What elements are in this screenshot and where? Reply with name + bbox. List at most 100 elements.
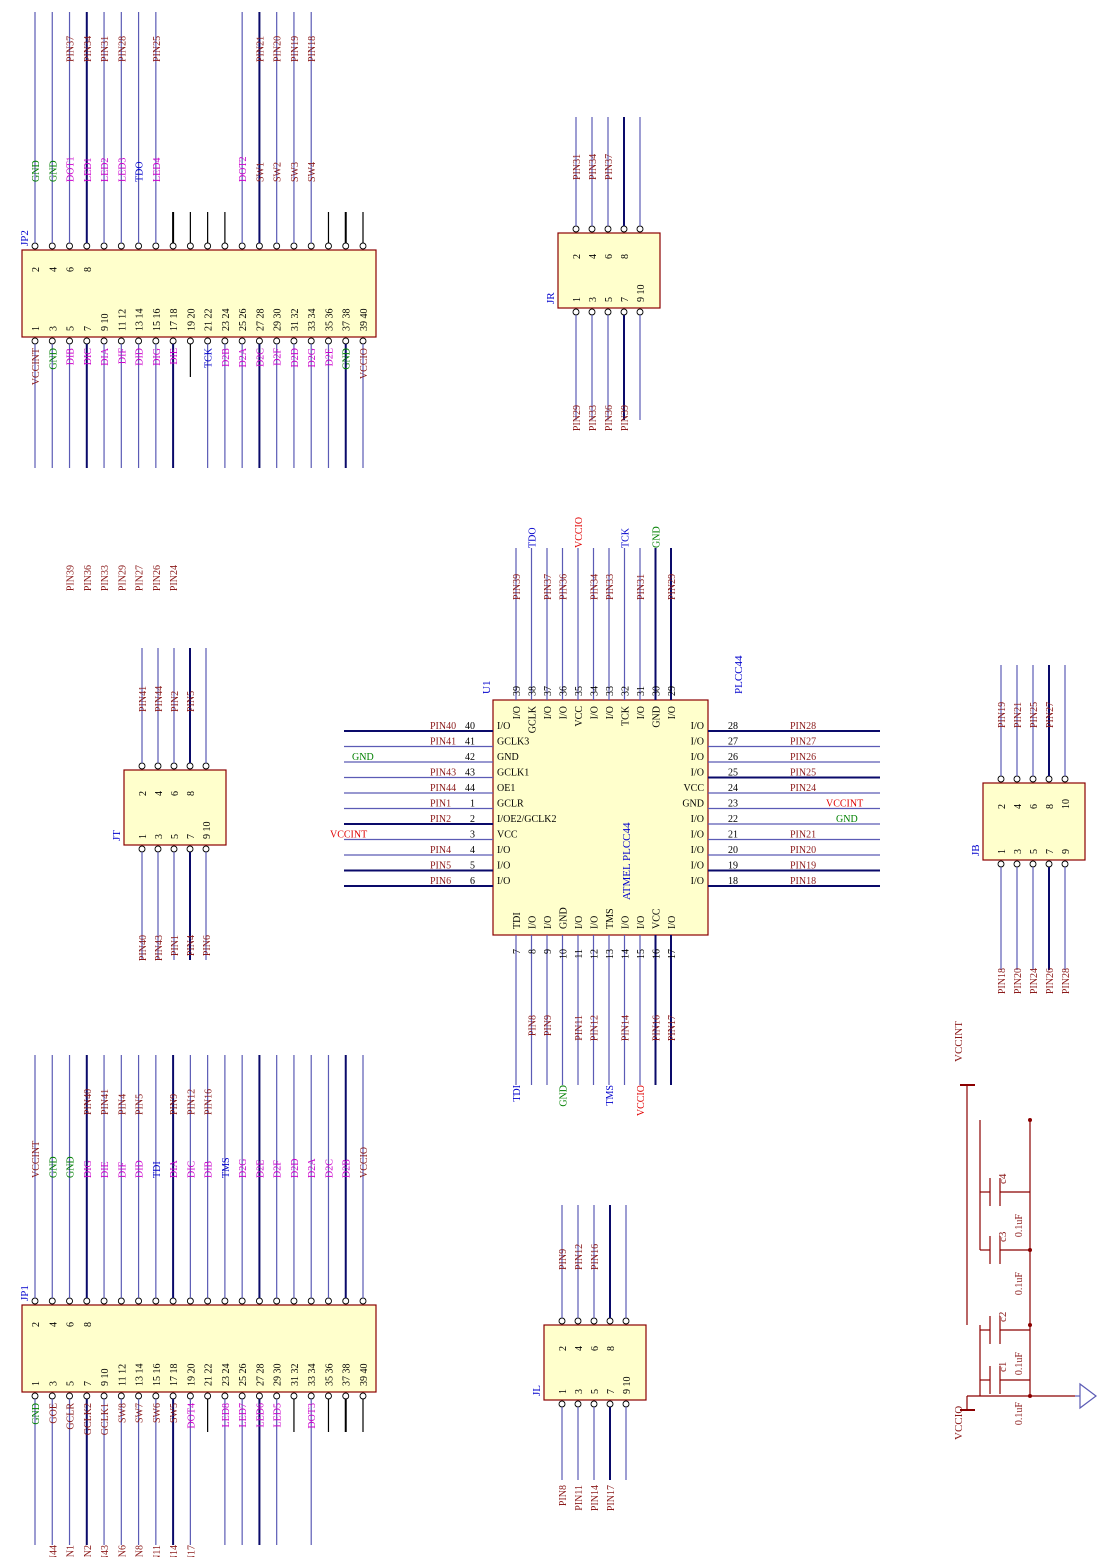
jl-lower-pin-label: PIN14 — [590, 1485, 601, 1511]
u1-right-net-label: PIN25 — [790, 768, 816, 779]
jp1-upper-pin-label: PIN40 — [83, 1089, 94, 1115]
jt-pin-number: 5 — [170, 834, 181, 839]
jp2-pin-circle — [83, 337, 91, 345]
jp2-pin-number: 31 32 — [290, 309, 301, 332]
u1-right-pin-label: I/O — [691, 737, 704, 748]
jp1-pin-number: 3 — [48, 1381, 59, 1386]
jl-pin-circle — [574, 1317, 582, 1325]
jl-pin-circle — [574, 1400, 582, 1408]
u1-top-pin-label: I/O — [543, 706, 554, 719]
jp2-pin-circle — [325, 337, 332, 345]
jr-lower-pin-label: PIN33 — [588, 405, 599, 431]
jr-pin-number: 4 — [588, 254, 599, 259]
u1-right-pin-number: 24 — [728, 783, 738, 794]
jp2-pin-circle — [152, 337, 160, 345]
jt-pin-number: 1 — [138, 834, 149, 839]
jp2-upper-pin-label: PIN34 — [83, 36, 94, 62]
jl-pin-number: 8 — [606, 1346, 617, 1351]
jp1-upper-pin-label: PIN4 — [117, 1094, 128, 1115]
u1-left-pin-number: 44 — [465, 783, 475, 794]
jb-pin-circle — [1013, 775, 1021, 783]
jp2-upper-net-label: SW2 — [273, 162, 284, 182]
jp2-pin-circle — [152, 242, 160, 250]
jp2-pin-circle — [238, 242, 246, 250]
jp2-upper-net-label: LED3 — [117, 158, 128, 182]
jt-pin-circle — [170, 762, 178, 770]
jt-upper-pin-label: PIN2 — [170, 691, 181, 712]
jp2-lower-net-label: DIB — [66, 348, 77, 366]
u1-top-pin-label: I/O — [667, 706, 678, 719]
jp2-lower-net-label: VCCINT — [31, 348, 42, 385]
jp2-lower-net-label: DIF — [117, 348, 128, 365]
u1-top-pin-number: 37 — [543, 686, 554, 696]
jl-body — [543, 1324, 647, 1401]
jb-pin-number: 6 — [1029, 804, 1040, 809]
jp2-pin-number: 2 — [31, 267, 42, 272]
u1-bottom-pin-label: VCC — [652, 908, 663, 929]
vccint-net-label: VCCINT — [953, 1021, 965, 1062]
jl-pin-circle — [622, 1400, 630, 1408]
jt-pin-circle — [202, 762, 210, 770]
jp2-lower-net-label: GND — [48, 348, 59, 370]
jp1-pin-circle — [255, 1392, 263, 1400]
u1-bottom-pin-number: 7 — [512, 949, 523, 954]
jp2-pin-circle — [307, 242, 315, 250]
u1-top-pin-label: VCC — [574, 706, 585, 727]
jp1-pin-number: 17 18 — [169, 1364, 180, 1387]
jp1-upper-net-label: D2C — [324, 1159, 335, 1178]
u1-bottom-net-label: PIN17 — [667, 1015, 678, 1041]
jb-lower-pin-label: PIN18 — [997, 968, 1008, 994]
u1-right-pin-label: I/O — [691, 861, 704, 872]
cap-value: 0.1uF — [1014, 1272, 1025, 1296]
u1-top-net-label: PIN34 — [590, 574, 601, 600]
u1-right-pin-number: 28 — [728, 721, 738, 732]
u1-left-net-label: GND — [352, 752, 374, 763]
u1-left-pin-number: 2 — [470, 814, 475, 825]
jp2-lower-net-label: D2G — [307, 348, 318, 367]
jp2-pin-number: 15 16 — [152, 309, 163, 332]
jr-pin-number: 8 — [620, 254, 631, 259]
jt-lower-pin-label: PIN40 — [138, 935, 149, 961]
jp2-pin-circle — [31, 242, 39, 250]
jt-pin-number: 2 — [138, 791, 149, 796]
jp2-pin-circle — [290, 242, 298, 250]
u1-top-pin-number: 31 — [636, 686, 647, 696]
jp1-pin-circle — [204, 1297, 212, 1305]
jp2-pin-circle — [117, 337, 125, 345]
jr-pin-circle — [620, 225, 628, 233]
u1-bottom-pin-number: 17 — [667, 949, 678, 959]
jp2-pin-circle — [204, 242, 212, 250]
u1-bottom-pin-number: 14 — [621, 949, 632, 959]
u1-top-net-label: TCK — [621, 527, 632, 548]
u1-bottom-pin-label: I/O — [636, 916, 647, 929]
jl-lower-pin-label: PIN8 — [558, 1485, 569, 1506]
jb-pin-number: 10 — [1061, 799, 1072, 809]
jp1-pin-circle — [135, 1392, 143, 1400]
jp1-lower-pin-label: PIN14 — [169, 1545, 180, 1557]
jp1-lower-net-label: DOT4 — [186, 1403, 197, 1429]
u1-right-net-label: PIN18 — [790, 876, 816, 887]
jp1-lower-pin-label: PIN1 — [66, 1545, 77, 1557]
jb-pin-number: 5 — [1029, 849, 1040, 854]
jr-pin-circle — [636, 225, 644, 233]
jt-lower-pin-label: PIN6 — [202, 935, 213, 956]
u1-right-pin-number: 18 — [728, 876, 738, 887]
jp1-pin-number: 11 12 — [117, 1364, 128, 1386]
u1-top-net-label: PIN29 — [667, 574, 678, 600]
u1-bottom-net-label: PIN11 — [574, 1015, 585, 1041]
u1-bottom-net-label: PIN12 — [590, 1015, 601, 1041]
jl-upper-pin-label: PIN9 — [558, 1249, 569, 1270]
jp1-lower-net-label: LED7 — [238, 1403, 249, 1427]
jp1-body — [21, 1304, 377, 1393]
jt-lower-pin-label: PIN4 — [186, 935, 197, 956]
u1-top-pin-number: 33 — [605, 686, 616, 696]
jr-pin-number: 1 — [572, 297, 583, 302]
jp2-pin-number: 6 — [66, 267, 77, 272]
